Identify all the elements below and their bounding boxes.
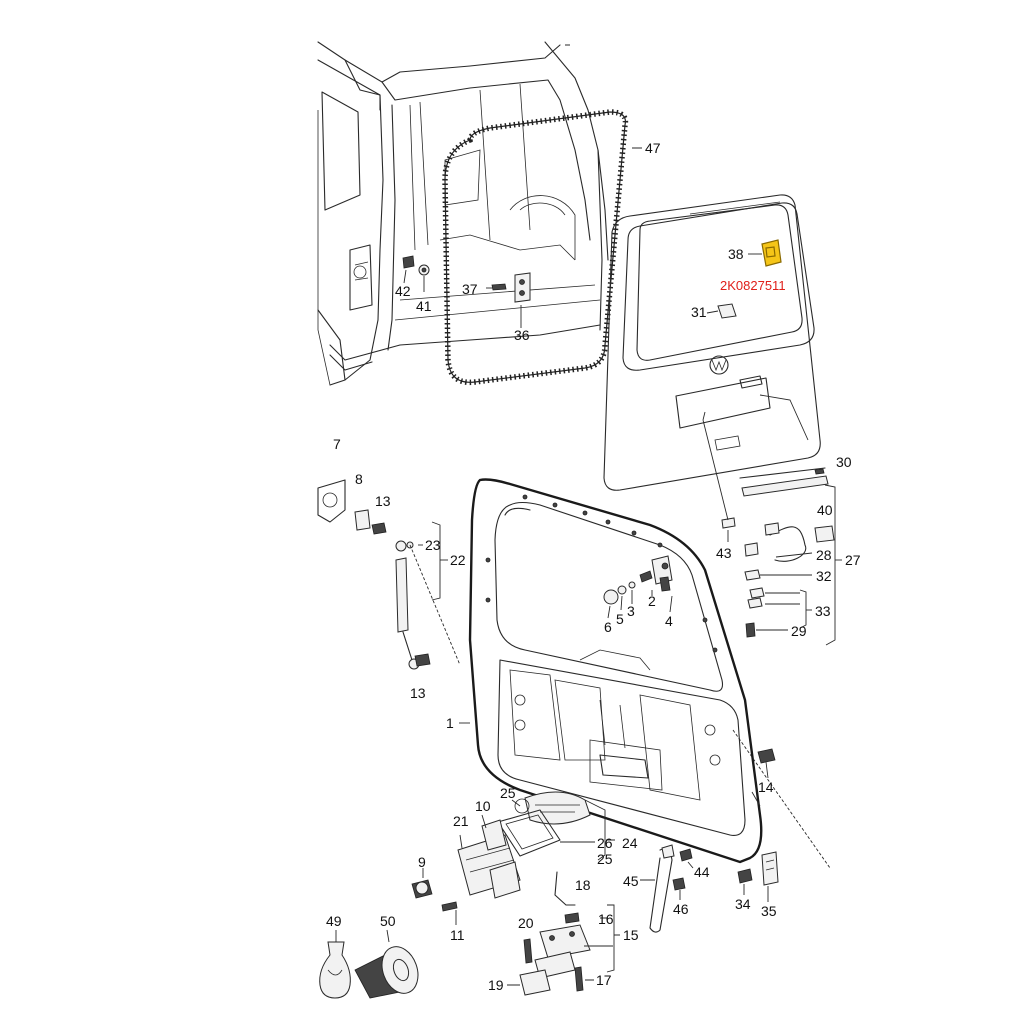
callout-5: 5: [616, 611, 624, 627]
callout-16: 16: [598, 911, 614, 927]
callout-20: 20: [518, 915, 534, 931]
callout-38: 38: [728, 246, 744, 262]
washer-nozzle-highlighted: [761, 239, 782, 267]
callout-42: 42: [395, 283, 411, 299]
callout-21: 21: [453, 813, 469, 829]
callout-50: 50: [380, 913, 396, 929]
callout-6: 6: [604, 619, 612, 635]
callout-27: 27: [845, 552, 861, 568]
callout-32: 32: [816, 568, 832, 584]
callout-2: 2: [648, 593, 656, 609]
callout-25-upper: 25: [500, 785, 516, 801]
callout-24: 24: [622, 835, 638, 851]
callout-33: 33: [815, 603, 831, 619]
callout-37: 37: [462, 281, 478, 297]
callout-41: 41: [416, 298, 432, 314]
part-number-label[interactable]: 2K0827511: [720, 278, 786, 293]
callout-11: 11: [450, 927, 465, 943]
callout-22: 22: [450, 552, 466, 568]
tape-roll: [354, 946, 419, 999]
callout-4: 4: [665, 613, 673, 629]
callout-46: 46: [673, 901, 689, 917]
callout-15: 15: [623, 927, 639, 943]
callout-29: 29: [791, 623, 807, 639]
callout-23: 23: [425, 537, 441, 553]
callout-40: 40: [817, 502, 833, 518]
callout-47: 47: [645, 140, 661, 156]
callout-26: 26: [597, 835, 613, 851]
lubricant-bottle: [319, 941, 351, 999]
callout-8: 8: [355, 471, 363, 487]
callout-10: 10: [475, 798, 491, 814]
callout-19: 19: [488, 977, 504, 993]
callout-17: 17: [596, 972, 612, 988]
callout-7: 7: [333, 436, 341, 452]
door-seal: [442, 109, 629, 386]
callout-30: 30: [836, 454, 852, 470]
vehicle-body: [317, 41, 609, 386]
callout-13-upper: 13: [375, 493, 391, 509]
tailgate-panel: [468, 478, 763, 864]
callout-28: 28: [816, 547, 832, 563]
callout-18: 18: [575, 877, 591, 893]
callout-34: 34: [735, 896, 751, 912]
striker: [514, 272, 531, 303]
callout-44: 44: [694, 864, 710, 880]
callout-13-lower: 13: [410, 685, 426, 701]
callout-35: 35: [761, 903, 777, 919]
callout-31: 31: [691, 304, 707, 320]
callout-43: 43: [716, 545, 732, 561]
callout-25-lower: 25: [597, 851, 613, 867]
callout-49: 49: [326, 913, 342, 929]
callout-1: 1: [446, 715, 454, 731]
callout-45: 45: [623, 873, 639, 889]
lock-assembly: [457, 819, 521, 899]
callout-3: 3: [627, 603, 635, 619]
rear-window-glass: [603, 194, 821, 491]
callout-14: 14: [758, 779, 774, 795]
gas-strut: [395, 540, 420, 670]
callout-36: 36: [514, 327, 530, 343]
callout-9: 9: [418, 854, 426, 870]
